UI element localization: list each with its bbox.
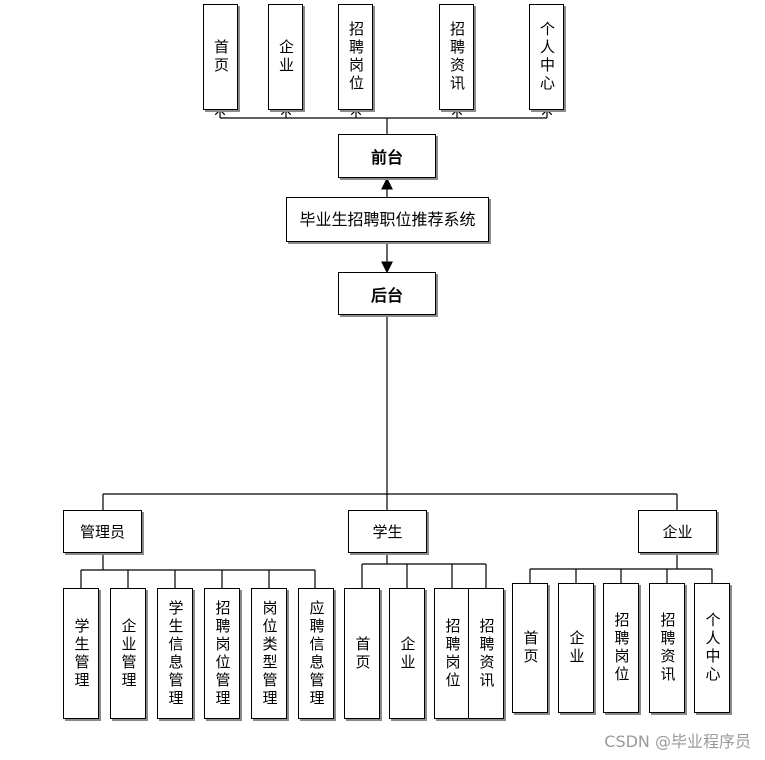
admin-module-label: 岗位类型管理 [260,599,279,708]
company-module-label: 招聘岗位 [612,612,631,684]
role-admin-label: 管理员 [79,523,125,541]
student-module-label: 企业 [398,635,417,672]
frontend-node: 前台 [338,134,436,178]
role-admin: 管理员 [63,510,142,553]
frontend-module-personal-center-label: 个人中心 [538,21,556,93]
student-module-home: 首页 [344,588,380,719]
admin-module-student-mgmt: 学生管理 [63,588,99,719]
role-student-label: 学生 [372,523,403,541]
frontend-module-company: 企业 [268,4,303,110]
company-module-label: 首页 [521,630,540,666]
backend-node: 后台 [338,272,436,315]
frontend-node-label: 前台 [370,148,403,167]
student-module-news: 招聘资讯 [468,588,504,719]
admin-module-application-mgmt: 应聘信息管理 [298,588,334,719]
watermark: CSDN @毕业程序员 [604,732,751,751]
backend-node-label: 后台 [370,285,403,305]
student-module-label: 首页 [353,635,372,672]
company-module-news: 招聘资讯 [649,583,685,713]
system-node: 毕业生招聘职位推荐系统 [286,197,489,242]
frontend-module-jobs-label: 招聘岗位 [347,21,365,93]
company-module-jobs: 招聘岗位 [603,583,639,713]
company-module-personal-center: 个人中心 [694,583,730,713]
admin-module-label: 应聘信息管理 [307,599,326,708]
frontend-module-home-label: 首页 [212,39,230,75]
company-module-home: 首页 [512,583,548,713]
company-module-company: 企业 [558,583,594,713]
frontend-module-news: 招聘资讯 [439,4,474,110]
admin-module-label: 企业管理 [119,617,138,690]
frontend-module-jobs: 招聘岗位 [338,4,373,110]
company-module-label: 个人中心 [703,612,722,684]
student-module-label: 招聘岗位 [443,617,462,690]
admin-module-label: 招聘岗位管理 [213,599,232,708]
admin-module-student-info-mgmt: 学生信息管理 [157,588,193,719]
company-module-label: 招聘资讯 [658,612,677,684]
admin-module-label: 学生管理 [72,617,91,690]
frontend-module-news-label: 招聘资讯 [448,21,466,93]
admin-module-job-type-mgmt: 岗位类型管理 [251,588,287,719]
system-title: 毕业生招聘职位推荐系统 [299,209,476,229]
student-module-label: 招聘资讯 [477,617,496,690]
role-company: 企业 [638,510,717,553]
frontend-module-personal-center: 个人中心 [529,4,564,110]
admin-module-job-mgmt: 招聘岗位管理 [204,588,240,719]
company-module-label: 企业 [567,630,586,666]
admin-module-company-mgmt: 企业管理 [110,588,146,719]
student-module-jobs: 招聘岗位 [434,588,470,719]
role-company-label: 企业 [662,523,693,541]
role-student: 学生 [348,510,427,553]
frontend-module-company-label: 企业 [277,39,295,75]
frontend-module-home: 首页 [203,4,238,110]
admin-module-label: 学生信息管理 [166,599,185,708]
student-module-company: 企业 [389,588,425,719]
